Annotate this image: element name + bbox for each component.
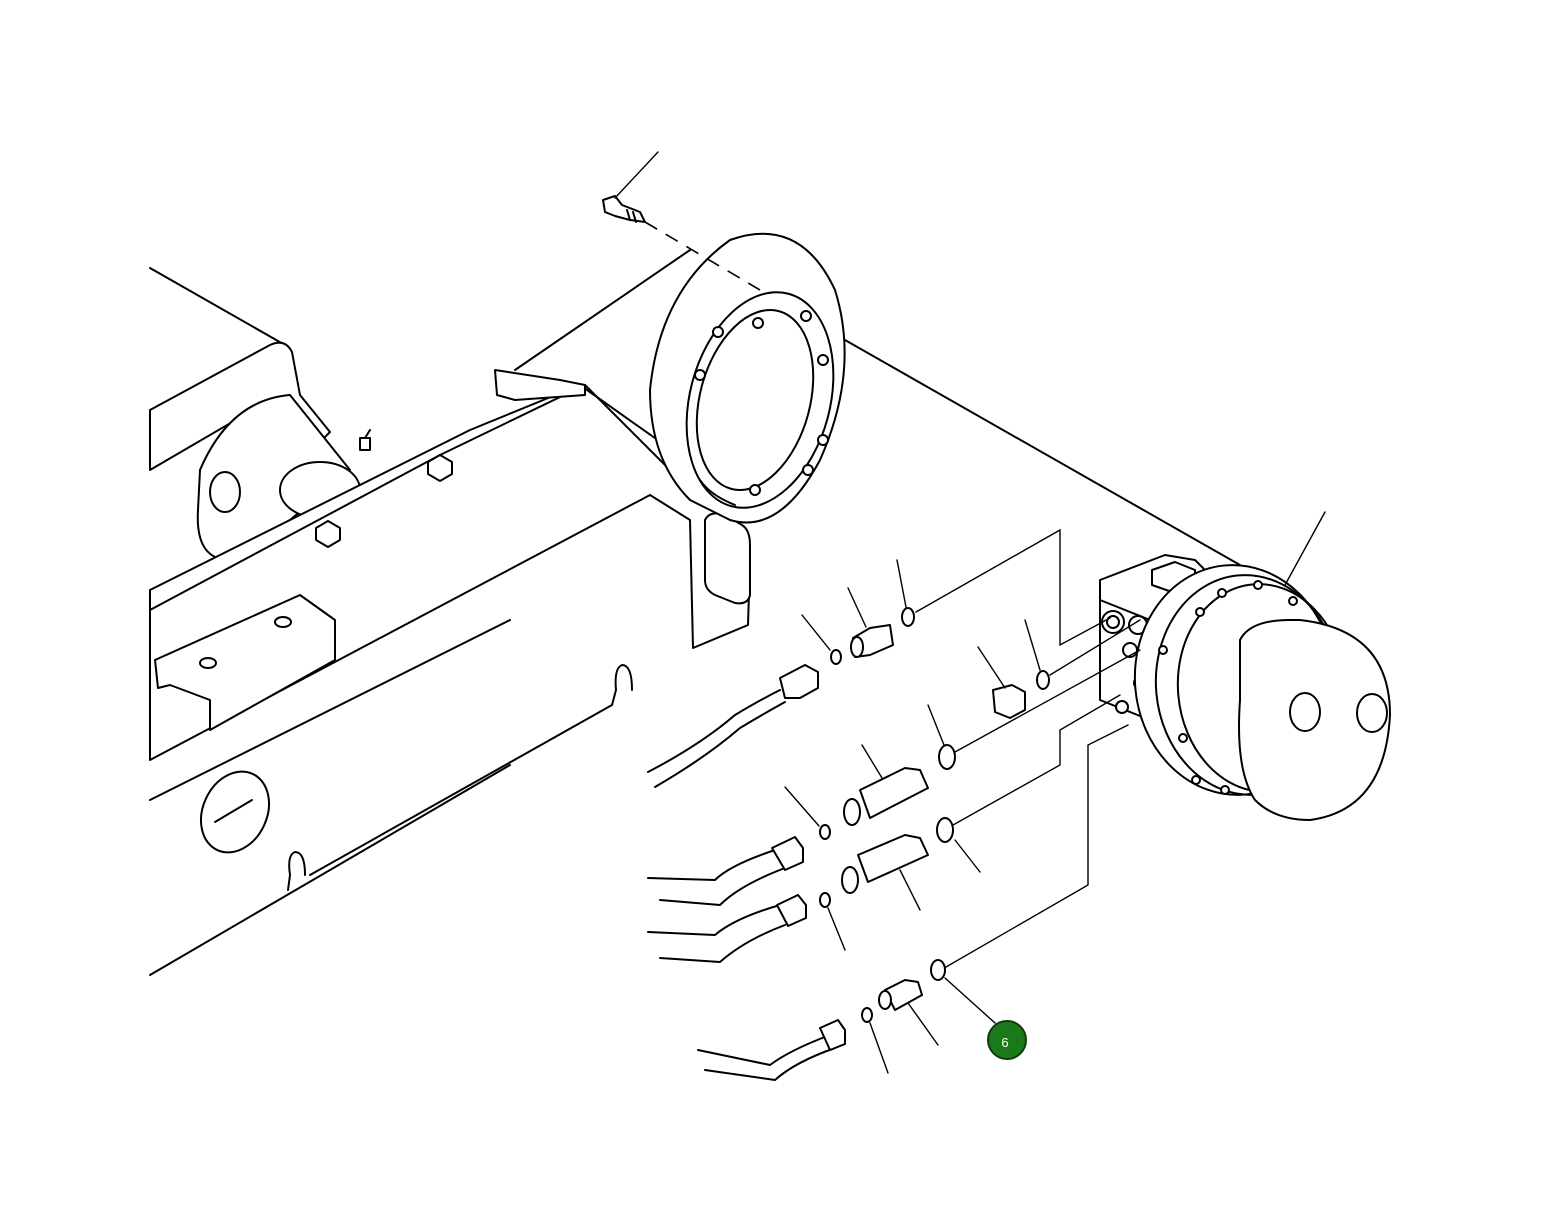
assembly-lines [915,528,1141,968]
travel-motor-hub [1099,511,1391,821]
ring-flange [649,232,846,524]
leader-line [844,339,1241,566]
axle-frame-housing [149,249,751,976]
mounting-bolt [602,151,761,291]
hydraulic-hoses [647,664,846,1081]
o-rings [819,607,1050,1023]
item-callout[interactable]: 6 [987,1020,1027,1060]
hose-fittings [841,624,1026,1011]
callout-circle[interactable] [987,1020,1027,1060]
callout-number: 6 [1001,1035,1008,1050]
leader-lines [784,559,1041,1074]
